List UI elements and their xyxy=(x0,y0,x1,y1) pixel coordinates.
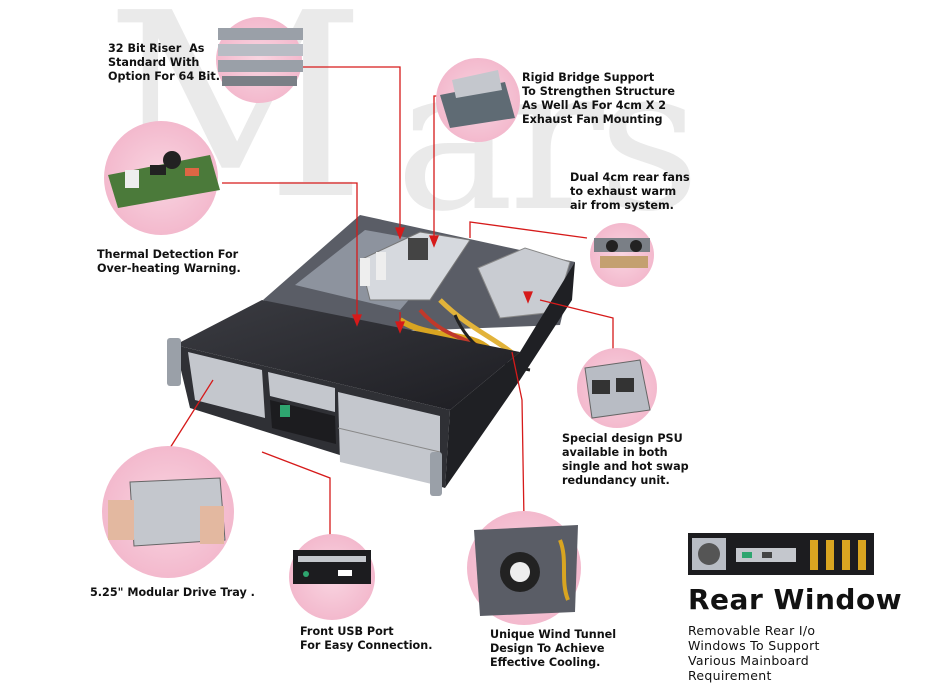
riser-label: 32 Bit Riser As Standard With Option For… xyxy=(108,42,220,83)
rear-window-title: Rear Window xyxy=(688,583,903,616)
usb-port-photo xyxy=(289,534,375,620)
rear-window-description: Removable Rear I/o Windows To Support Va… xyxy=(688,623,820,683)
bridge-photo xyxy=(436,58,520,142)
thermal-label: Thermal Detection For Over-heating Warni… xyxy=(97,248,241,275)
bridge-label: Rigid Bridge Support To Strengthen Struc… xyxy=(522,71,675,126)
watermark-letters: ars xyxy=(395,23,700,256)
thermal-photo xyxy=(104,121,220,235)
wind-tunnel-photo xyxy=(467,511,581,625)
wind-tunnel-label: Unique Wind Tunnel Design To Achieve Eff… xyxy=(490,628,617,669)
psu-photo xyxy=(577,348,657,428)
psu-label: Special design PSU available in both sin… xyxy=(562,432,689,487)
usb-port-label: Front USB Port For Easy Connection. xyxy=(300,625,433,652)
drive-tray-photo xyxy=(102,446,234,578)
drive-tray-label: 5.25" Modular Drive Tray . xyxy=(90,586,255,599)
rear-fans-label: Dual 4cm rear fans to exhaust warm air f… xyxy=(570,171,690,212)
riser-photo xyxy=(216,17,303,103)
rear-fans-photo xyxy=(590,223,654,287)
server-chassis xyxy=(167,215,575,496)
rear-window-photo xyxy=(688,533,874,575)
